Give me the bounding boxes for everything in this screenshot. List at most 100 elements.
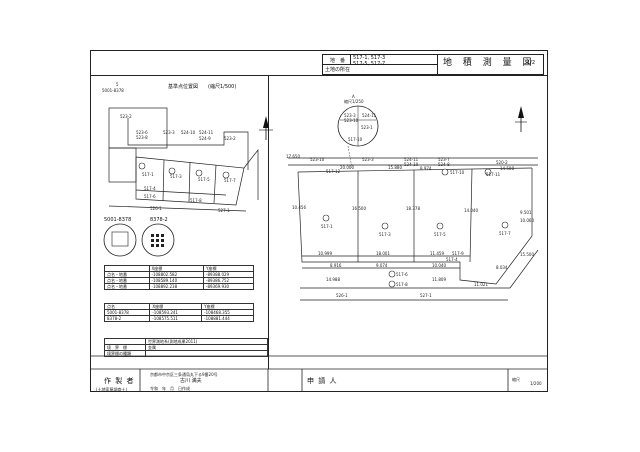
left-map-scale: (縮尺1/500)	[208, 84, 237, 90]
detail-circle-2	[141, 223, 175, 257]
author-address: 京都市中京区三条通烏丸下る9番20号	[150, 372, 218, 377]
plan-parcel-label: 523-3	[344, 113, 356, 118]
plan-parcel-label: 527-1	[420, 293, 432, 298]
applicant-label: 申 請 人	[307, 377, 338, 385]
left-parcel-label: 517-6	[144, 194, 156, 199]
author-name: 古川 満夫	[180, 378, 202, 384]
left-north-arrow	[259, 116, 273, 140]
plan-parcel-label: 523-10	[344, 118, 359, 123]
plan-dim: 14.040	[464, 208, 478, 213]
header-left-divider	[90, 75, 548, 76]
plan-lot-divider-3	[469, 168, 473, 263]
plan-dim: 8.916	[330, 263, 342, 268]
left-parcel-label: 517-7	[224, 178, 236, 183]
plan-dim: 16.500	[352, 206, 366, 211]
left-parcel-523-8	[108, 147, 137, 183]
circle-label: A	[352, 94, 355, 99]
scale-label: 縮尺	[512, 377, 520, 382]
creation-date: 令和 年 月 日作成	[150, 386, 190, 391]
survey-title: 地 積 測 量 図	[443, 58, 536, 68]
plan-parcel-label: 517-8	[396, 282, 408, 287]
left-lot-divider-3	[213, 164, 217, 204]
sheet-frame	[90, 50, 548, 392]
plan-parcel-label: 524-8	[438, 162, 450, 167]
left-parcel-label: 523-8	[136, 135, 148, 140]
left-parcel-label: 517-8	[190, 198, 202, 203]
lot-numbers-line1: 517-1, 517-3	[353, 55, 386, 61]
plan-sub-label: 517-12	[326, 169, 341, 174]
plan-parcel-label: 523-1	[361, 125, 373, 130]
plan-parcel-label: 517-5	[434, 232, 446, 237]
plan-parcel-label: 524-11	[362, 113, 377, 118]
plan-dim: 10.040	[432, 263, 446, 268]
plan-dim: 8.974	[420, 166, 432, 171]
right-north-arrow	[515, 106, 527, 132]
plan-parcel-label: 517-3	[379, 232, 391, 237]
left-parcel-label: 523-3	[163, 130, 175, 135]
plan-dim: 15.500	[520, 252, 534, 257]
left-road-bottom	[108, 205, 247, 212]
plan-dim: 18.001	[376, 251, 390, 256]
author-label: 作 製 者	[104, 377, 135, 385]
plan-sub-label: 517-10	[450, 170, 465, 175]
plan-dim: 15.880	[388, 165, 402, 170]
left-parcel-label: 524-9	[199, 136, 211, 141]
left-lot-subdivider	[135, 189, 227, 196]
left-parcel-label: 523-6	[136, 130, 148, 135]
circle-scale: 縮尺1/250	[344, 99, 364, 104]
plan-dim: 14.988	[326, 277, 340, 282]
left-parcel-label: 524-10	[181, 130, 196, 135]
header-vline-2	[437, 54, 438, 75]
plan-dim: 10.060	[520, 218, 534, 223]
left-parcel-right	[243, 148, 259, 200]
sheet-fraction: 1/2	[527, 60, 536, 66]
left-parcel-label: 517-5	[198, 177, 210, 182]
plan-dim: 11.459	[430, 251, 444, 256]
plan-dim: 14.508	[500, 166, 514, 171]
left-parcel-label: 527-1	[218, 208, 230, 213]
left-block-outline	[135, 156, 245, 206]
detail1-label: 5001-8378	[104, 217, 132, 223]
plan-parcel-label: 523-7	[438, 157, 450, 162]
scale-value: 1/200	[530, 381, 542, 386]
plan-parcel-label: 524-11	[404, 157, 419, 162]
left-lot-divider-1	[162, 159, 165, 202]
plan-block-outline	[297, 168, 533, 285]
left-top-sublabel: 5001-8378	[102, 88, 124, 93]
plan-parcel-label: 517-7	[499, 231, 511, 236]
plan-dim: 11.021	[474, 282, 488, 287]
header-divider	[322, 64, 437, 65]
plan-dim: 18.378	[406, 206, 420, 211]
table-row: 8378-2-108575.511-108881.444	[103, 315, 254, 322]
plan-dim: 8.034	[496, 265, 508, 270]
location-label: 地 番	[330, 58, 346, 64]
left-map-title: 基準点位置図	[168, 84, 199, 90]
plan-parcel-label: 517-4	[446, 257, 458, 262]
left-lot-divider-2	[188, 161, 191, 203]
plan-dim: 10.999	[318, 251, 332, 256]
left-area-divider	[268, 75, 269, 369]
table-row: 点名・地番-108892.238-89369.930	[104, 283, 254, 290]
plan-parcel-label: 517-1	[321, 224, 333, 229]
left-parcel-label: 523-2	[120, 114, 132, 119]
plan-dim: 11.809	[432, 277, 446, 282]
location-title: 土地の所在	[325, 67, 351, 73]
plan-parcel-label: 517-11	[486, 172, 501, 177]
left-parcel-label: 524-11	[199, 130, 214, 135]
left-parcel-523-6	[108, 107, 168, 149]
plan-dim: 17.650	[286, 154, 300, 159]
plan-parcel-label: 517-10	[348, 137, 363, 142]
detail2-label: 8378-2	[150, 217, 168, 223]
lot-numbers-line2: 517-5, 517-7	[353, 61, 386, 67]
notes-table: 世界測地系(測地成果2011) 境 界 標金属 境界標の種類	[104, 338, 268, 357]
plan-parcel-label: 517-6	[396, 272, 408, 277]
plan-parcel-label: 524-10	[404, 162, 419, 167]
plan-dim: 10.456	[292, 205, 306, 210]
left-road-top	[127, 118, 249, 170]
left-parcel-label: 517-3	[170, 174, 182, 179]
left-parcel-label: 517-1	[142, 172, 154, 177]
header-vline-1	[350, 54, 351, 65]
